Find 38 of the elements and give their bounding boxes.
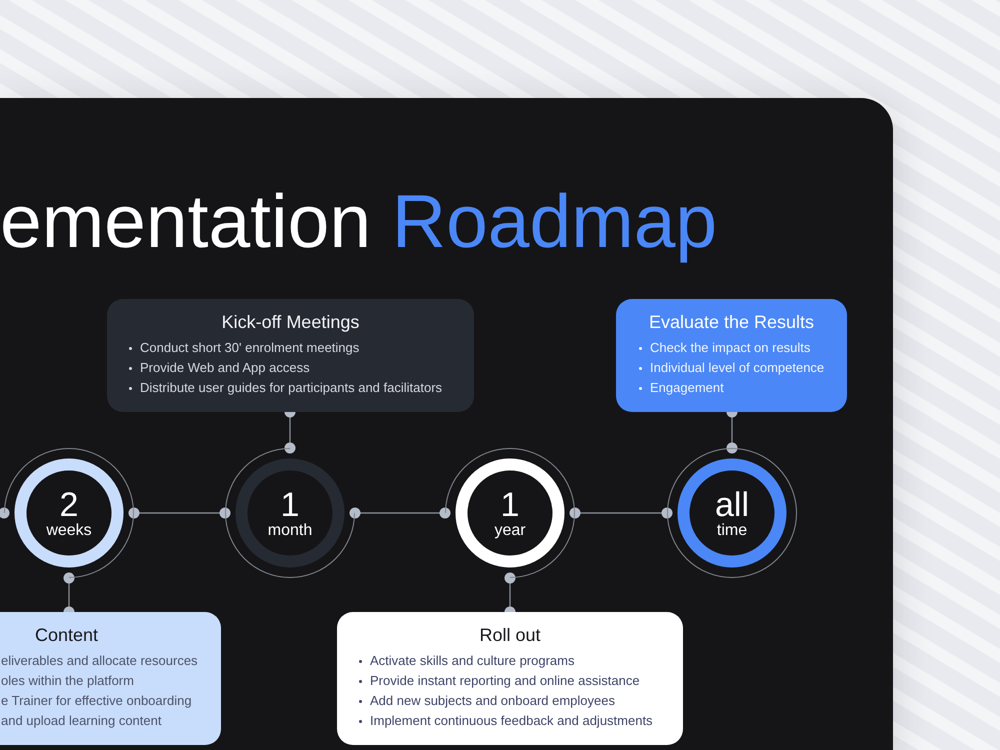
milestone-number: 1	[500, 488, 520, 522]
connector-line	[350, 508, 450, 518]
milestone-number: all	[714, 488, 750, 522]
milestone-number: 1	[280, 488, 300, 522]
bullet-text: e Trainer for effective onboarding	[1, 692, 192, 710]
bullet-text: Activate skills and culture programs	[370, 652, 574, 670]
phase-card	[0, 612, 221, 745]
milestone-unit: time	[716, 522, 748, 538]
phase-card	[107, 299, 474, 412]
card-heading: Content	[35, 624, 98, 647]
milestone-number: 2	[60, 488, 78, 522]
bullet-text: Check the impact on results	[650, 339, 810, 357]
connector-line	[0, 508, 10, 518]
bullet-text: eliverables and allocate resources	[1, 652, 198, 670]
bullet-text: Conduct short 30' enrolment meetings	[140, 339, 360, 357]
bullet-text: Implement continuous feedback and adjustments	[370, 712, 653, 730]
bullet-text: Individual level of competence	[650, 359, 824, 377]
connector-line	[570, 508, 672, 518]
milestone-circle	[445, 448, 575, 578]
milestone-circle	[4, 448, 134, 578]
bullet-text: Provide Web and App access	[140, 359, 310, 377]
card-heading: Roll out	[479, 624, 541, 647]
bullet-text: Add new subjects and onboard employees	[370, 692, 615, 710]
milestone-unit: month	[268, 522, 312, 538]
milestone-circle	[225, 448, 355, 578]
milestone-unit: year	[494, 522, 526, 538]
bullet-text: Provide instant reporting and online assistance	[370, 672, 640, 690]
bullet-text: Distribute user guides for participants and facilitators	[140, 379, 442, 397]
connector-line	[128, 508, 230, 518]
bullet-text: Engagement	[650, 379, 724, 397]
phase-card	[337, 612, 683, 745]
milestone-unit: weeks	[46, 522, 92, 538]
card-heading: Kick-off Meetings	[222, 311, 360, 334]
phase-card	[616, 299, 847, 412]
bullet-text: oles within the platform	[1, 672, 134, 690]
bullet-text: and upload learning content	[1, 712, 162, 730]
card-heading: Evaluate the Results	[648, 311, 814, 334]
milestone-circle	[667, 448, 797, 578]
